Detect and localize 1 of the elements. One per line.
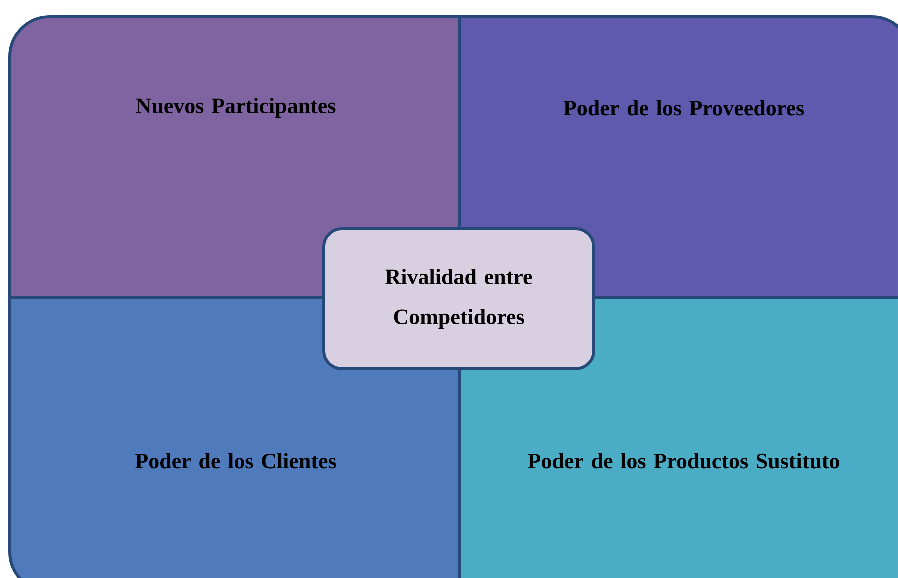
center-box: Rivalidad entre Competidores (322, 228, 596, 370)
